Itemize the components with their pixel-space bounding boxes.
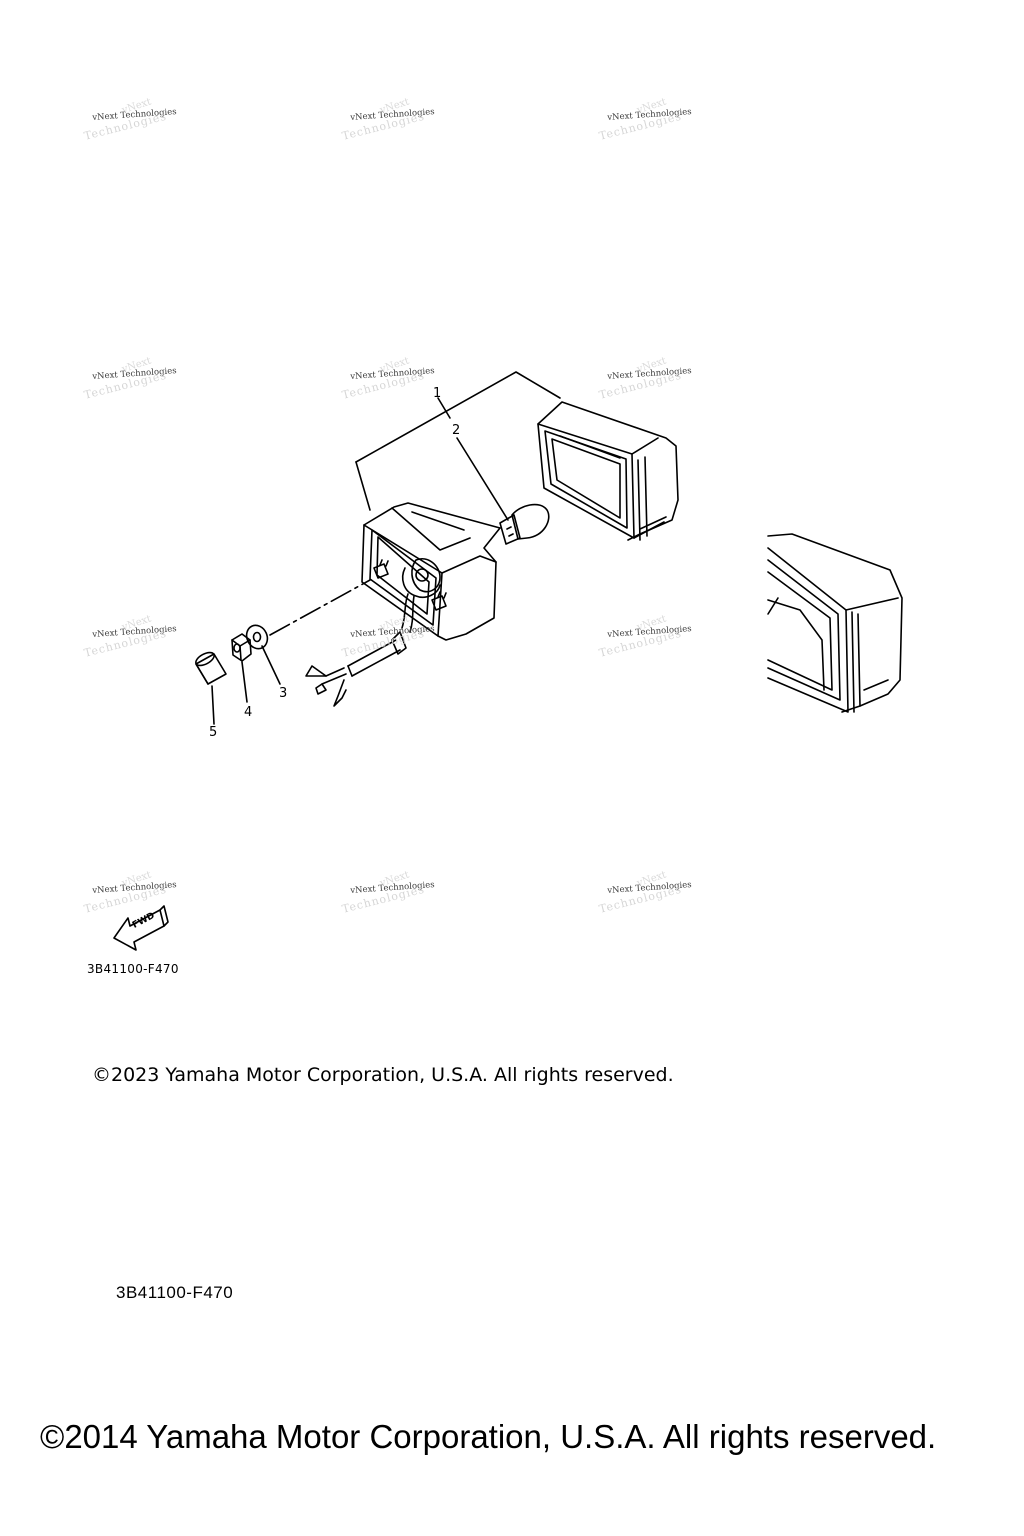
- callout-4: 4: [244, 705, 253, 720]
- callout-2-leader: [456, 437, 509, 521]
- lens-cover: [537, 401, 679, 541]
- callout-3: 3: [279, 686, 288, 701]
- wire-harness: [305, 631, 407, 707]
- copyright-lower: ©2014 Yamaha Motor Corporation, U.S.A. A…: [40, 1418, 937, 1455]
- lamp-lens-partial: [767, 533, 903, 713]
- copyright-upper: ©2023 Yamaha Motor Corporation, U.S.A. A…: [92, 1064, 674, 1086]
- diagram-code-upper: 3B41100-F470: [87, 962, 179, 976]
- collar: [195, 651, 227, 685]
- callout-1: 1: [433, 386, 442, 401]
- callout-2: 2: [452, 423, 461, 438]
- diagram-code-lower: 3B41100-F470: [116, 1283, 234, 1302]
- bulb: [499, 503, 550, 545]
- callout-1-leader: [355, 371, 561, 511]
- callout-3-leader: [261, 645, 281, 685]
- nut: [231, 633, 252, 662]
- callout-4-leader: [241, 661, 248, 703]
- assembly-axis-line: [269, 579, 371, 636]
- lamp-housing: [361, 502, 501, 641]
- fwd-arrow-icon: [113, 905, 169, 951]
- callout-5: 5: [209, 725, 218, 740]
- callout-5-leader: [211, 685, 215, 725]
